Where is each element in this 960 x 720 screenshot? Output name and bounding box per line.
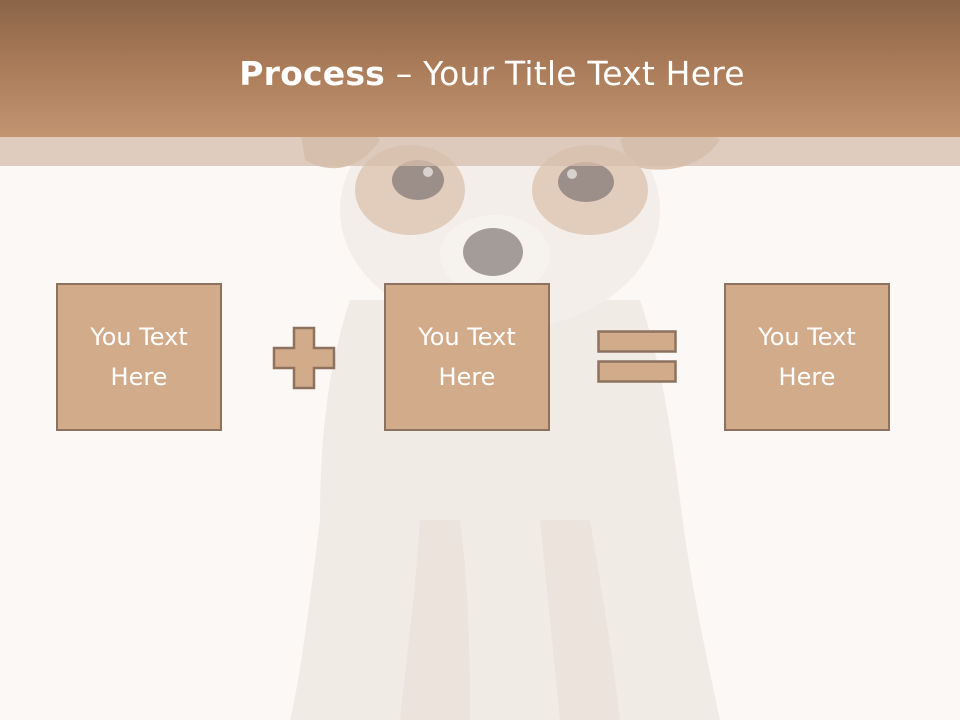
plus-icon [272, 326, 336, 390]
text-box-2[interactable]: You Text Here [384, 283, 550, 431]
title-rest-part: – Your Title Text Here [385, 54, 745, 93]
title-bold-part: Process [239, 54, 386, 93]
text-box-1[interactable]: You Text Here [56, 283, 222, 431]
slide-title: Process – Your Title Text Here [0, 52, 960, 96]
text-box-1-label: You Text Here [90, 323, 188, 391]
title-accent-strip [0, 137, 960, 166]
title-bar [0, 0, 960, 137]
equals-icon [597, 330, 677, 383]
text-box-3[interactable]: You Text Here [724, 283, 890, 431]
text-box-3-label: You Text Here [758, 323, 856, 391]
text-box-2-label: You Text Here [418, 323, 516, 391]
